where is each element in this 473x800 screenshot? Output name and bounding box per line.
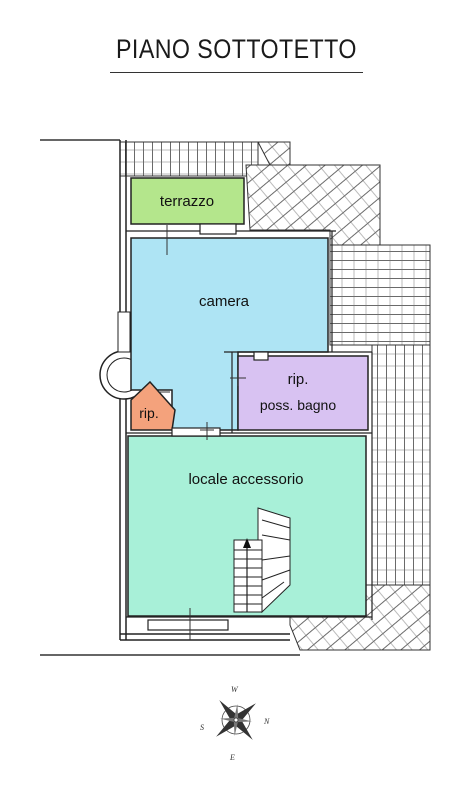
stairs [233,507,291,614]
room-terrazzo-label: terrazzo [160,193,214,210]
room-camera-label: camera [199,293,250,310]
electrical-marks [158,225,246,640]
page-title: PIANO SOTTOTETTO [116,34,357,64]
room-ripostiglio-label: rip. [139,405,158,421]
compass-north: N [263,717,270,726]
roof-tiles [119,141,431,651]
compass-west: W [231,685,239,694]
room-bagno: rip. poss. bagno [237,355,369,431]
door-openings [147,223,269,631]
room-terrazzo: terrazzo [130,177,245,225]
room-locale-accessorio-label: locale accessorio [188,471,303,488]
compass-south: S [200,723,204,732]
room-bagno-fill [237,355,369,431]
room-terrazzo-fill [130,177,245,225]
room-bagno-label-line2: poss. bagno [260,397,336,413]
title-underline [110,72,363,73]
compass-east: E [229,753,235,762]
compass-rose: W N S E [200,685,270,762]
room-ripostiglio: rip. [130,380,176,431]
room-camera: camera [130,237,329,431]
room-bagno-label-line1: rip. [288,371,309,388]
room-ripostiglio-fill [130,380,176,431]
